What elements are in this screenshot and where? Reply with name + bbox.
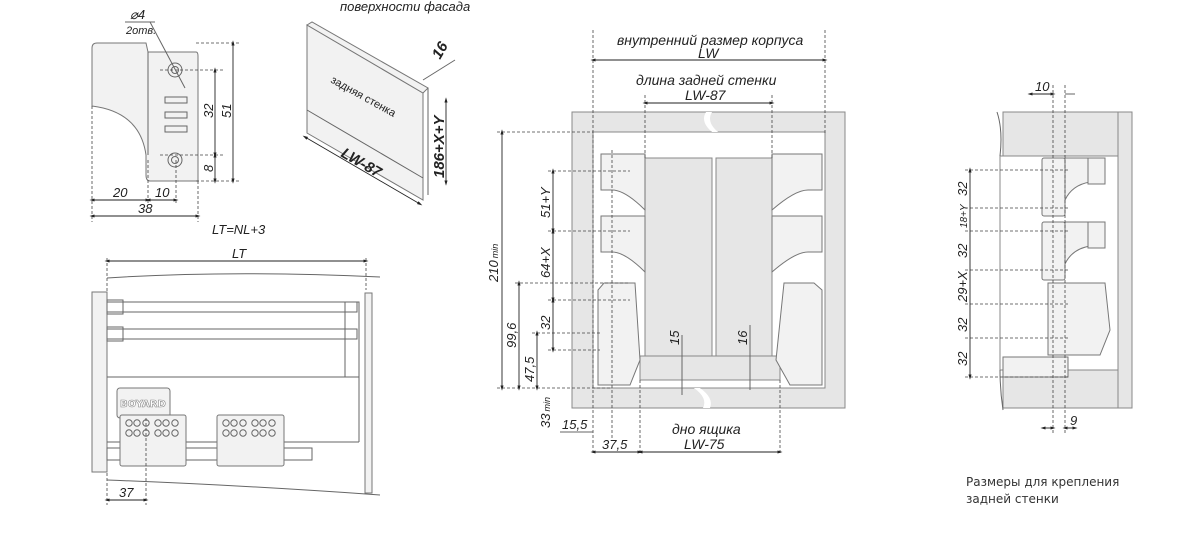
inner-size-label: внутренний размер корпуса [617, 32, 804, 48]
front-view-drawing: внутренний размер корпуса LW длина задне… [486, 30, 846, 455]
bracket-drawing: ⌀4 2отв. 32 51 8 20 10 38 LT=NL+3 [89, 7, 266, 237]
length-lt-label: LT [232, 246, 247, 261]
dim-15-5: 15,5 [562, 417, 588, 432]
boyard-logo-text: BOYARD [120, 399, 166, 410]
dim-32-d: 32 [955, 351, 970, 366]
dim-32: 32 [538, 315, 553, 330]
dim-32-c: 32 [955, 317, 970, 332]
back-mount-drawing: 10 9 32 18+Y 32 29+X 32 32 Размеры для к… [955, 79, 1133, 506]
dim-210-min: 210min [486, 244, 501, 283]
dim-64x: 64+X [538, 246, 553, 278]
dim-15: 15 [667, 330, 682, 345]
top-cut-label: поверхности фасада [340, 0, 470, 14]
height-label: 186+X+Y [431, 113, 448, 178]
dim-51: 51 [219, 104, 234, 118]
dim-51y: 51+Y [538, 186, 553, 218]
caption-line-2: задней стенки [966, 492, 1059, 506]
dim-16: 16 [735, 330, 750, 345]
side-view-drawing: LT BOYARD 37 [91, 246, 381, 505]
thickness-label: 16 [429, 38, 452, 62]
dim-99-6: 99,6 [504, 322, 519, 348]
hole-count-label: 2отв. [125, 25, 156, 37]
dim-33-min: 33min [538, 397, 553, 428]
drawer-bottom-size: LW-75 [684, 436, 725, 452]
dim-32-a: 32 [955, 181, 970, 196]
dim-38: 38 [138, 201, 153, 216]
dim-10: 10 [1035, 79, 1050, 94]
dim-29x: 29+X [955, 270, 970, 303]
hole-diameter-label: ⌀4 [130, 7, 145, 22]
min-label-2: min [542, 397, 552, 412]
dim-9: 9 [1070, 413, 1077, 428]
formula-label: LT=NL+3 [212, 222, 266, 237]
dim-33: 33 [538, 413, 553, 428]
back-length-value: LW-87 [685, 87, 727, 103]
caption-line-1: Размеры для крепления [966, 475, 1119, 489]
dim-8: 8 [201, 164, 216, 172]
back-panel-drawing: задняя стенка LW-87 16 186+X+Y [302, 21, 456, 206]
back-length-label: длина задней стенки [636, 72, 777, 88]
dim-10: 10 [155, 185, 170, 200]
dim-37-5: 37,5 [602, 437, 628, 452]
min-label: min [490, 244, 500, 259]
dim-18y: 18+Y [959, 203, 970, 228]
inner-size-value: LW [698, 45, 720, 61]
drawer-bottom-label: дно ящика [672, 421, 741, 437]
dim-210: 210 [486, 260, 501, 283]
offset-37-label: 37 [119, 485, 134, 500]
dim-20: 20 [112, 185, 128, 200]
dim-47-5: 47,5 [522, 356, 537, 382]
dim-32-b: 32 [955, 243, 970, 258]
dim-32: 32 [201, 103, 216, 118]
